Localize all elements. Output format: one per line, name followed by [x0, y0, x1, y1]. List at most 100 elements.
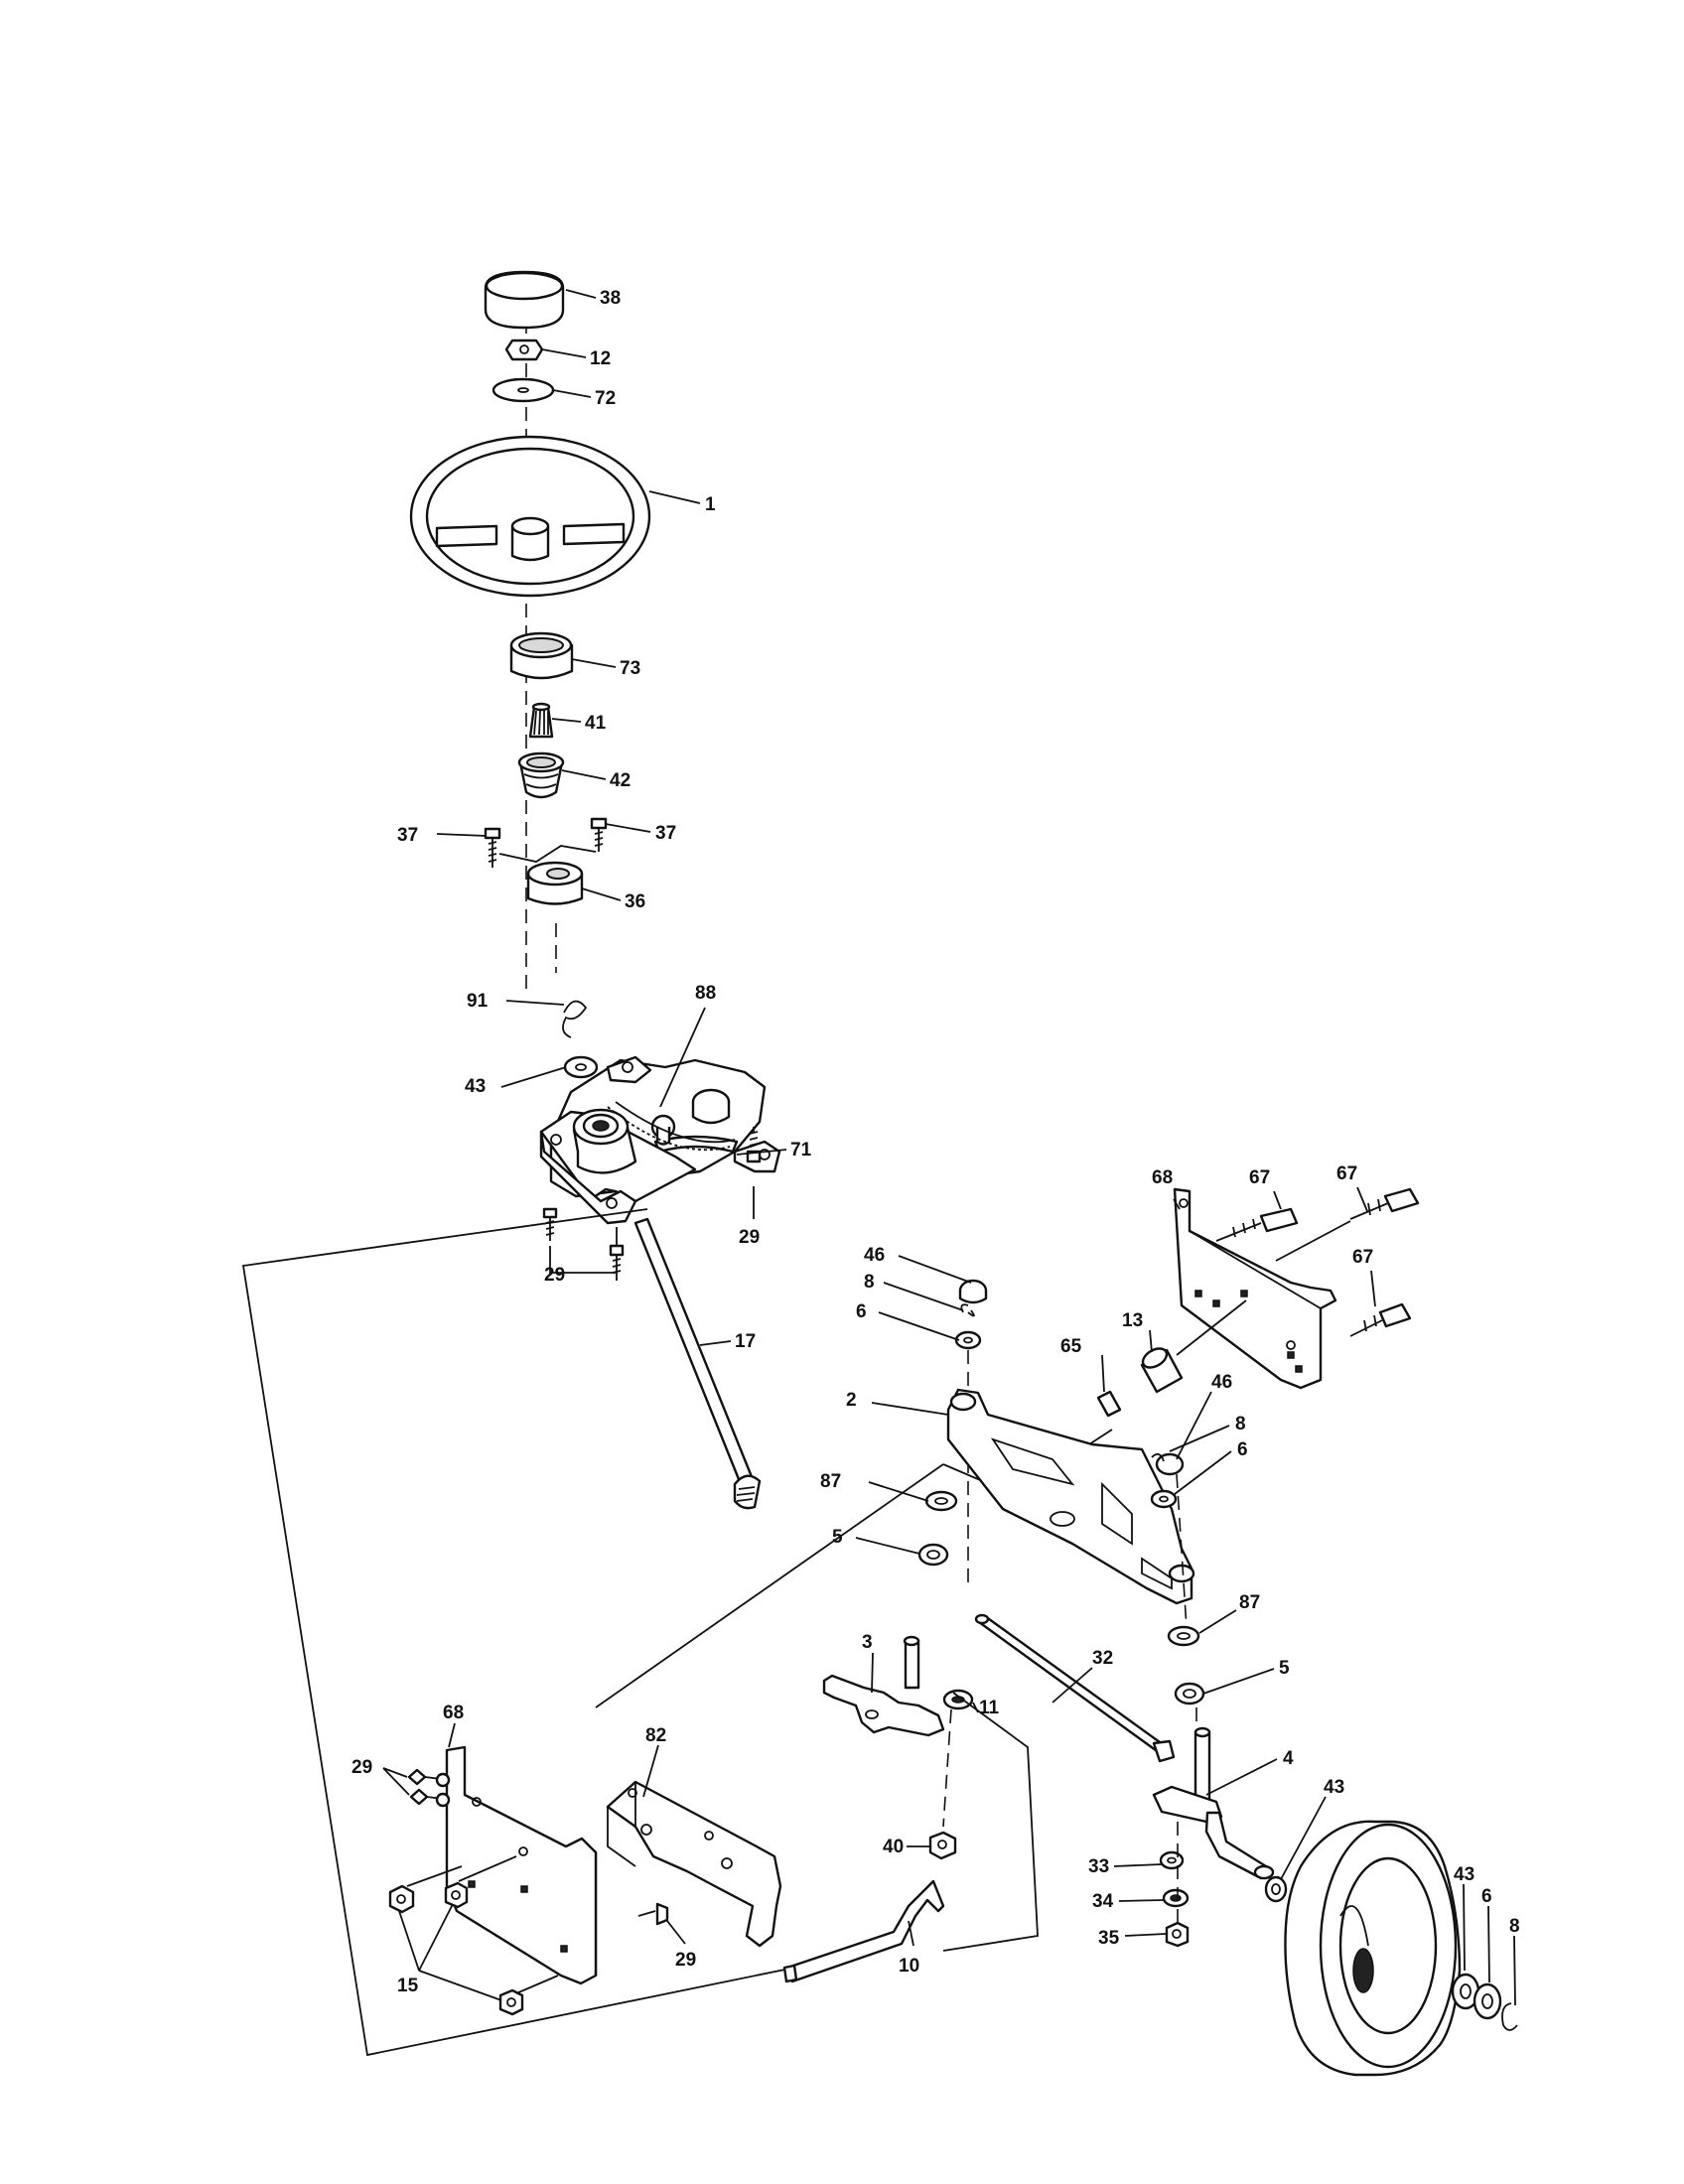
- label-3: 3: [862, 1632, 873, 1653]
- washer-43-top: [563, 1055, 599, 1079]
- label-6-left: 6: [856, 1301, 867, 1322]
- screw-indicator-37: [498, 845, 597, 863]
- cap-38: [484, 270, 565, 330]
- leader-lines: [382, 289, 1516, 2006]
- collar-36: [526, 861, 584, 905]
- label-88: 88: [695, 983, 716, 1004]
- washer-6-right: [1150, 1489, 1178, 1509]
- bolt-67-a: [1215, 1207, 1299, 1242]
- label-8-outer: 8: [1509, 1916, 1520, 1937]
- label-46-right: 46: [1211, 1372, 1232, 1393]
- bolt-29-pair: [407, 1768, 451, 1808]
- washer-72: [491, 377, 555, 403]
- sleeve-axis-13: [1176, 1299, 1247, 1356]
- label-13: 13: [1122, 1310, 1143, 1331]
- axis-40: [942, 1708, 952, 1828]
- washer-6-left: [954, 1330, 982, 1350]
- bolt-29-b: [609, 1227, 625, 1281]
- leader-10-outline: [942, 1692, 1039, 1952]
- label-68-lower: 68: [443, 1703, 464, 1723]
- label-67-c: 67: [1352, 1247, 1373, 1268]
- label-43-wheel: 43: [1324, 1777, 1344, 1798]
- cap-46-right: [1155, 1452, 1185, 1476]
- label-12: 12: [590, 348, 611, 369]
- cap-46-left: [958, 1279, 988, 1304]
- bolt-29-a: [542, 1207, 558, 1241]
- axis-right-stack: [1176, 1473, 1188, 1629]
- assembly-outline: [241, 1208, 805, 2057]
- bolt-axis-67: [1275, 1220, 1351, 1262]
- label-41: 41: [585, 713, 607, 734]
- screw-37-right: [590, 817, 608, 852]
- bolt-67-b: [1349, 1187, 1420, 1220]
- gear-base-plate: [539, 1108, 697, 1225]
- bracket-68-lower: [445, 1745, 598, 1985]
- washer-5-left: [917, 1543, 949, 1567]
- label-68-top: 68: [1152, 1167, 1173, 1188]
- label-46-left: 46: [864, 1245, 885, 1266]
- nut-15-set: [388, 1855, 559, 2016]
- bolt-67-c: [1349, 1302, 1412, 1337]
- spindle-3: [822, 1635, 945, 1737]
- label-29-gear: 29: [739, 1227, 760, 1248]
- bolt-29-c: [746, 1127, 762, 1163]
- washer-5-right: [1174, 1682, 1205, 1706]
- label-33: 33: [1088, 1856, 1109, 1877]
- nut-40: [928, 1831, 957, 1860]
- label-10: 10: [899, 1956, 919, 1977]
- front-wheel: [1284, 1820, 1462, 2077]
- label-15: 15: [397, 1976, 419, 1996]
- label-32: 32: [1092, 1648, 1113, 1669]
- label-67-b: 67: [1336, 1163, 1357, 1184]
- label-5-left: 5: [832, 1527, 843, 1548]
- label-29-bottom: 29: [544, 1265, 565, 1286]
- label-43-outer: 43: [1454, 1864, 1474, 1885]
- front-axle-2: [946, 1388, 1195, 1605]
- lockwasher-34: [1162, 1888, 1190, 1908]
- adapter-41: [528, 702, 554, 739]
- pin-65: [1096, 1390, 1122, 1418]
- bracket-68-top: [1173, 1187, 1337, 1390]
- label-37-right: 37: [655, 823, 676, 844]
- clip-8-outer: [1501, 2002, 1518, 2031]
- label-4: 4: [1283, 1748, 1294, 1769]
- spacer-87-left: [924, 1490, 958, 1512]
- tie-rod-32: [974, 1613, 1176, 1763]
- label-6-outer: 6: [1481, 1886, 1492, 1907]
- washer-43-wheel: [1264, 1875, 1288, 1903]
- label-82: 82: [645, 1725, 666, 1746]
- label-87-left: 87: [820, 1471, 841, 1492]
- clip-8-right: [1151, 1452, 1165, 1462]
- label-73: 73: [620, 658, 640, 679]
- label-11: 11: [979, 1698, 1000, 1718]
- label-1: 1: [705, 494, 716, 515]
- bolt-29-lower: [637, 1902, 669, 1926]
- label-87-right: 87: [1239, 1592, 1260, 1613]
- label-2: 2: [846, 1390, 857, 1411]
- spindle-4: [1152, 1726, 1275, 1880]
- screw-37-left: [484, 827, 501, 868]
- label-36: 36: [625, 891, 645, 912]
- label-65: 65: [1060, 1336, 1082, 1357]
- clip-8-left: [960, 1303, 975, 1317]
- label-40: 40: [883, 1837, 904, 1857]
- label-72: 72: [595, 388, 616, 409]
- column-axis: [525, 298, 557, 993]
- label-42: 42: [610, 770, 631, 791]
- label-29-pair: 29: [351, 1757, 372, 1778]
- bracket-82: [606, 1780, 782, 1948]
- boot-42: [517, 751, 565, 799]
- label-71: 71: [790, 1140, 812, 1160]
- label-35: 35: [1098, 1928, 1120, 1949]
- label-29-lower: 29: [675, 1950, 696, 1971]
- label-8-left: 8: [864, 1272, 875, 1293]
- washer-11: [942, 1689, 974, 1710]
- nut-35: [1165, 1921, 1190, 1948]
- label-8-right: 8: [1235, 1414, 1246, 1434]
- cover-73: [509, 631, 574, 680]
- leader-82: [595, 1463, 944, 1708]
- steering-wheel-1: [409, 435, 651, 598]
- label-38: 38: [600, 288, 621, 309]
- part-labels: 38 12 72 1 73 41 42 37 37 36 91 88 43 71…: [351, 288, 1520, 1996]
